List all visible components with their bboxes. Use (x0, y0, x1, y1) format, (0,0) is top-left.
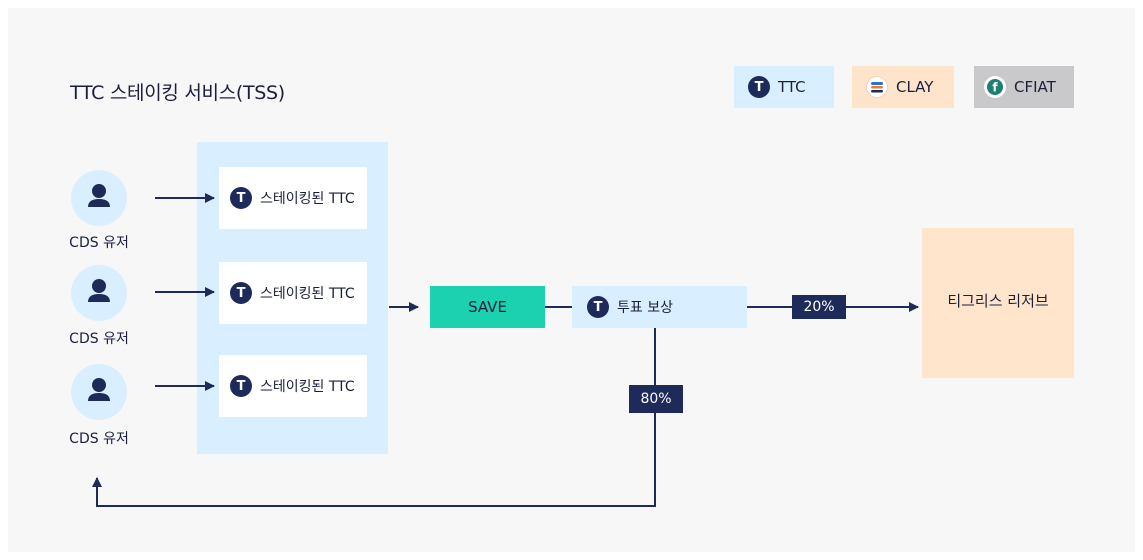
user-avatar (71, 265, 127, 321)
staked-ttc-label: 스테이킹된 TTC (260, 379, 355, 395)
ttc-token-icon: T (748, 76, 770, 98)
voting-reward-label: 투표 보상 (617, 300, 673, 316)
user-icon (88, 279, 110, 302)
staked-ttc-label: 스테이킹된 TTC (260, 191, 355, 207)
staked-ttc-card: T 스테이킹된 TTC (219, 355, 367, 417)
staked-ttc-card: T 스테이킹된 TTC (219, 262, 367, 324)
legend-item-clay: CLAY (852, 66, 954, 108)
staked-ttc-label: 스테이킹된 TTC (260, 286, 355, 302)
user-avatar (71, 364, 127, 420)
legend-label-ttc: TTC (778, 78, 806, 96)
user-label: CDS 유저 (69, 331, 129, 347)
arrow-reward-to-users (92, 328, 656, 507)
legend-label-cfiat: CFIAT (1014, 78, 1056, 96)
staked-ttc-card: T 스테이킹된 TTC (219, 167, 367, 229)
svg-text:f: f (992, 81, 998, 95)
reserve-share-badge: 20% (792, 295, 846, 319)
ttc-token-icon: T (587, 296, 609, 318)
user-label: CDS 유저 (69, 431, 129, 447)
tigris-reserve-label: 티그리스 리저브 (947, 292, 1049, 310)
clay-token-icon (866, 76, 888, 98)
voting-reward-box: T 투표 보상 (572, 286, 747, 328)
user-label: CDS 유저 (69, 235, 129, 251)
cfiat-token-icon: f (984, 76, 1006, 98)
legend-item-cfiat: f CFIAT (974, 66, 1074, 108)
user-avatar (71, 170, 127, 226)
user-icon (88, 184, 110, 207)
ttc-token-icon: T (230, 187, 252, 209)
legend-label-clay: CLAY (896, 78, 934, 96)
legend-item-ttc: T TTC (734, 66, 834, 108)
users-share-badge: 80% (629, 385, 683, 413)
save-box: SAVE (430, 286, 545, 328)
ttc-token-icon: T (230, 375, 252, 397)
user-icon (88, 378, 110, 401)
tigris-reserve-box: 티그리스 리저브 (922, 228, 1074, 378)
ttc-token-icon: T (230, 282, 252, 304)
diagram-title: TTC 스테이킹 서비스(TSS) (70, 82, 285, 104)
